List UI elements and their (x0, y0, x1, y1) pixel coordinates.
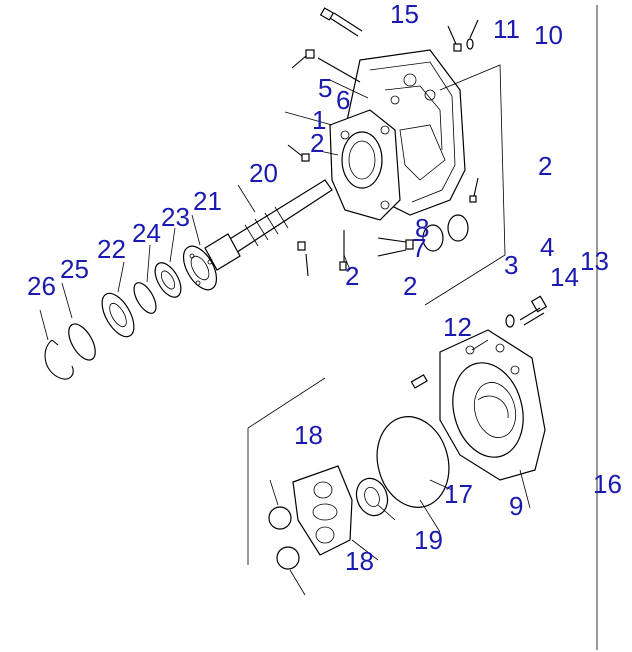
drive-shaft (204, 179, 333, 271)
fasteners (287, 19, 479, 203)
o-ring-19 (376, 416, 450, 508)
label-4: 4 (540, 232, 554, 262)
label-18: 18 (345, 546, 374, 576)
label-2: 2 (310, 128, 324, 158)
label-16: 16 (593, 469, 622, 499)
label-14: 14 (550, 262, 579, 292)
label-26: 26 (27, 271, 56, 301)
leader-lines (39, 79, 531, 596)
bearing-stack (44, 245, 218, 380)
label-8: 8 (415, 213, 429, 243)
label-9: 9 (509, 491, 523, 521)
label-22: 22 (97, 234, 126, 264)
label-17: 17 (444, 479, 473, 509)
label-20: 20 (249, 158, 278, 188)
label-2: 2 (403, 271, 417, 301)
label-23: 23 (161, 202, 190, 232)
cover-9 (410, 329, 546, 481)
label-10: 10 (534, 20, 563, 50)
label-2: 2 (345, 261, 359, 291)
valve-plate-18 (247, 377, 389, 570)
label-12: 12 (443, 312, 472, 342)
bolt-3 (505, 295, 548, 328)
label-18: 18 (294, 420, 323, 450)
label-1: 1 (312, 105, 326, 135)
label-2: 2 (538, 151, 552, 181)
label-13: 13 (580, 246, 609, 276)
label-21: 21 (193, 186, 222, 216)
label-15: 15 (390, 0, 419, 29)
label-19: 19 (414, 525, 443, 555)
label-25: 25 (60, 254, 89, 284)
label-11: 11 (493, 14, 520, 44)
pump-housing (319, 7, 506, 306)
parts-7-8 (297, 214, 469, 277)
label-5: 5 (318, 73, 332, 103)
label-3: 3 (504, 250, 518, 280)
callout-labels: 15 11 10 5 6 1 2 2 20 21 23 24 22 25 26 … (27, 0, 622, 576)
label-24: 24 (132, 218, 161, 248)
label-6: 6 (336, 85, 350, 115)
label-7: 7 (412, 233, 426, 263)
